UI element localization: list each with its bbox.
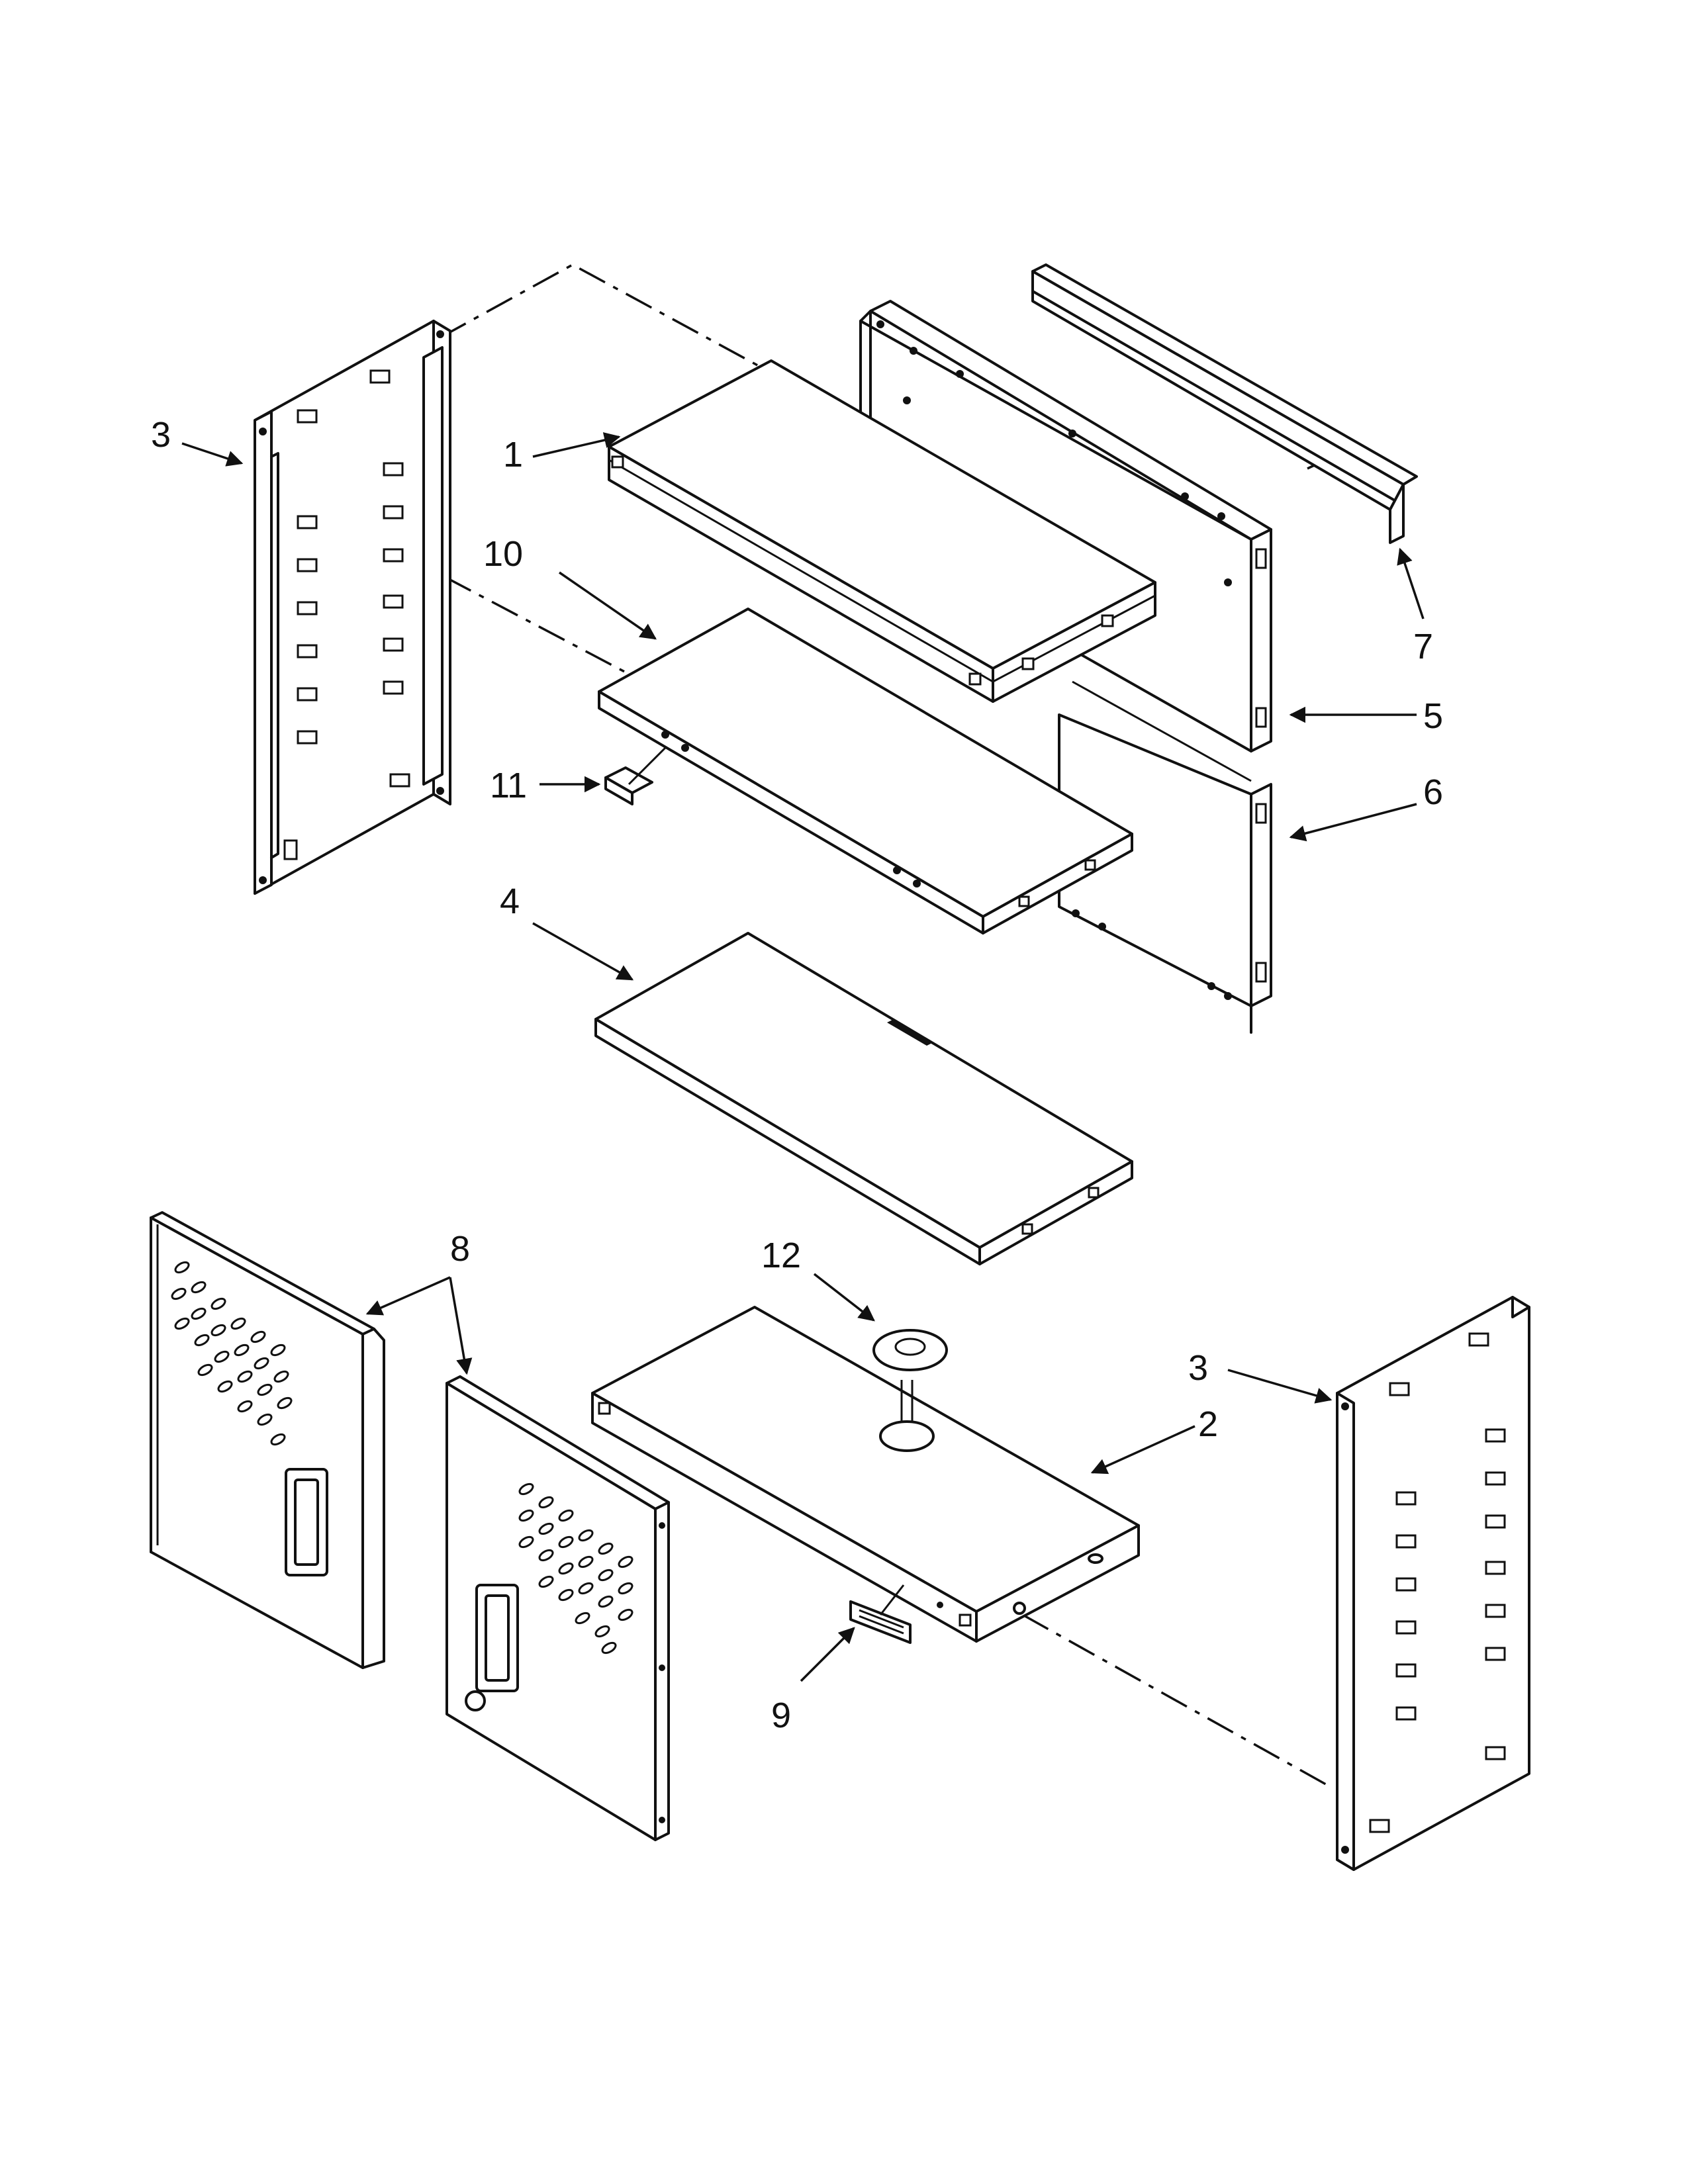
panel-slots-left: [283, 369, 410, 860]
shelf-clip: [604, 747, 667, 805]
callout-8: 9: [771, 1696, 791, 1735]
door-handle-left: [285, 1468, 328, 1576]
callout-9: 8: [450, 1229, 470, 1269]
cabinet-bottom: [591, 1306, 1140, 1643]
callout-3-right: 3: [1188, 1348, 1208, 1388]
callout-6: 6: [1423, 772, 1443, 812]
side-panel-right: [1336, 1296, 1530, 1871]
vent-pattern-right: [518, 1482, 633, 1655]
callout-2: 2: [1198, 1404, 1218, 1444]
panel-slots-right: [1369, 1332, 1506, 1833]
callout-3-left: 3: [151, 415, 171, 455]
door-left: [150, 1211, 385, 1669]
callout-labels: 3 1 10 11 4 7 5 6 8 12 3 2 9: [151, 415, 1443, 1735]
callout-11: 11: [490, 766, 527, 805]
middle-shelf: [598, 608, 1133, 934]
callout-1: 1: [503, 435, 523, 475]
top-shelf: [608, 359, 1156, 703]
bottom-shelf: [594, 932, 1133, 1265]
nameplate-badge: [849, 1584, 912, 1644]
callout-12: 12: [761, 1236, 801, 1275]
leader-lines: [181, 432, 1425, 1682]
top-rail: [1031, 263, 1418, 544]
callout-5: 5: [1423, 696, 1443, 736]
vent-pattern-left: [171, 1261, 293, 1446]
door-handle-right: [465, 1584, 519, 1711]
grommet: [872, 1329, 948, 1371]
door-right: [445, 1375, 670, 1841]
callout-7: 7: [1413, 627, 1433, 666]
side-panel-left: [254, 320, 451, 895]
callout-4: 4: [500, 882, 520, 921]
callout-10: 10: [483, 534, 523, 574]
